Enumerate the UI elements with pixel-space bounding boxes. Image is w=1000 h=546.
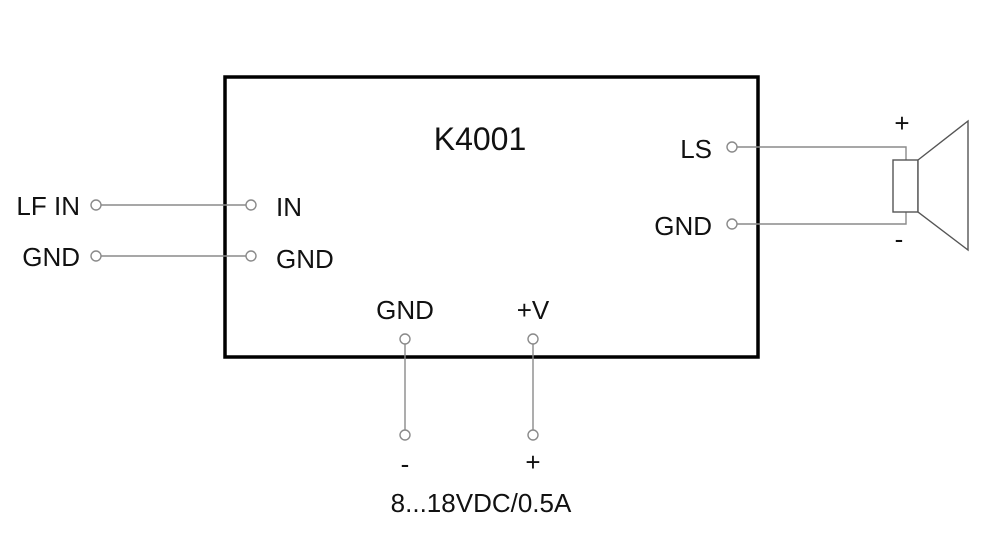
- ls-pin-terminal: [726, 141, 738, 153]
- speaker-minus-label: -: [895, 224, 904, 254]
- power-minus-label: -: [401, 449, 410, 479]
- speaker-plus-label: +: [894, 108, 909, 138]
- ls-gnd-pin-terminal: [726, 218, 738, 230]
- gnd-pin-terminal: [245, 250, 257, 262]
- power-plus-label: +: [525, 447, 540, 477]
- power-vplus-pin-terminal: [527, 333, 539, 345]
- power-minus-terminal: [399, 429, 411, 441]
- supply-spec-label: 8...18VDC/0.5A: [391, 488, 572, 518]
- power-gnd-pin-terminal: [399, 333, 411, 345]
- gnd-pin-label: GND: [276, 244, 334, 274]
- power-gnd-pin-label: GND: [376, 295, 434, 325]
- ls-gnd-wire: [737, 212, 907, 225]
- gnd-in-terminal: [90, 250, 102, 262]
- power-plus-terminal: [527, 429, 539, 441]
- in-pin-terminal: [245, 199, 257, 211]
- lf-in-label: LF IN: [16, 191, 80, 221]
- module-title: K4001: [434, 121, 527, 157]
- lf-in-terminal: [90, 199, 102, 211]
- module-box: [223, 75, 760, 359]
- speaker-icon: [892, 119, 969, 252]
- gnd-in-label: GND: [22, 242, 80, 272]
- power-vplus-pin-label: +V: [517, 295, 550, 325]
- in-pin-label: IN: [276, 192, 302, 222]
- ls-pin-label: LS: [680, 134, 712, 164]
- ls-gnd-pin-label: GND: [654, 211, 712, 241]
- ls-wire: [737, 146, 907, 160]
